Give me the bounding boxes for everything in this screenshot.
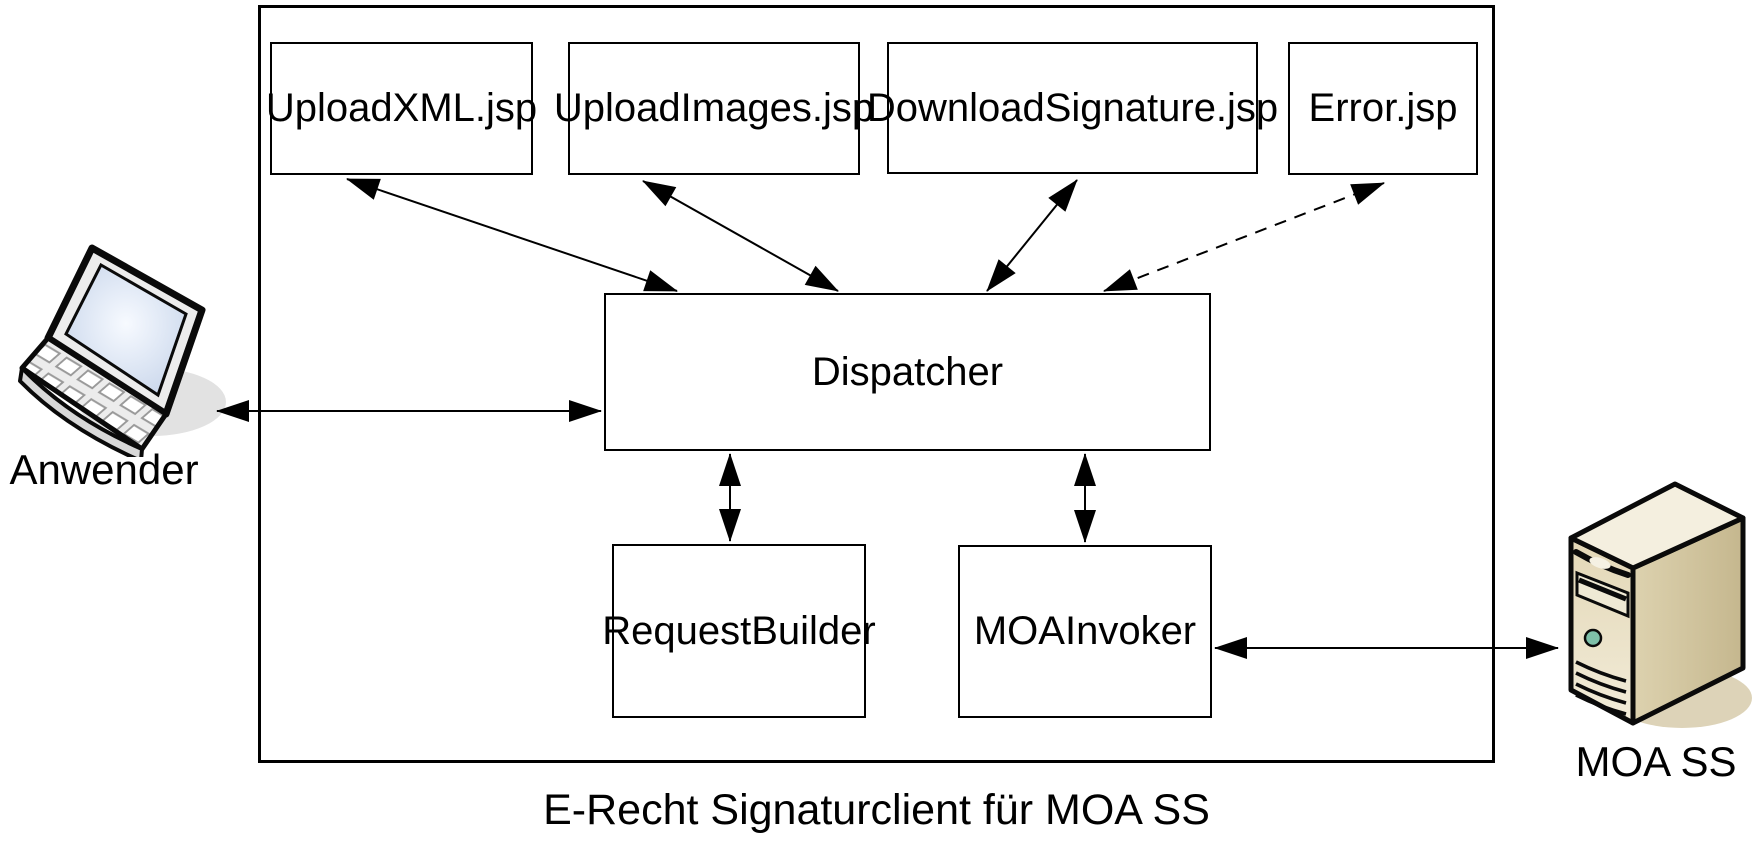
node-request-builder-label: RequestBuilder: [602, 608, 876, 653]
node-error-label: Error.jsp: [1308, 86, 1458, 130]
node-request-builder: RequestBuilder: [602, 544, 876, 718]
node-upload-xml: UploadXML.jsp: [266, 42, 537, 175]
node-moa-invoker: MOAInvoker: [958, 545, 1212, 718]
node-error: Error.jsp: [1288, 42, 1478, 175]
laptop-icon: [18, 244, 226, 457]
node-download-signature: DownloadSignature.jsp: [867, 42, 1278, 174]
node-upload-xml-label: UploadXML.jsp: [265, 86, 538, 130]
diagram-caption: E-Recht Signaturclient für MOA SS: [543, 786, 1210, 834]
server-tower-icon: [1568, 481, 1752, 728]
anwender-label: Anwender: [9, 446, 199, 493]
node-dispatcher: Dispatcher: [604, 293, 1211, 451]
node-moa-invoker-label: MOAInvoker: [973, 609, 1197, 653]
node-upload-images-label: UploadImages.jsp: [553, 86, 875, 130]
node-upload-images: UploadImages.jsp: [554, 42, 874, 175]
moa-ss-label: MOA SS: [1575, 738, 1737, 785]
system-boundary-box: [258, 5, 1495, 763]
node-download-signature-label: DownloadSignature.jsp: [866, 85, 1279, 130]
node-dispatcher-label: Dispatcher: [811, 349, 1004, 394]
